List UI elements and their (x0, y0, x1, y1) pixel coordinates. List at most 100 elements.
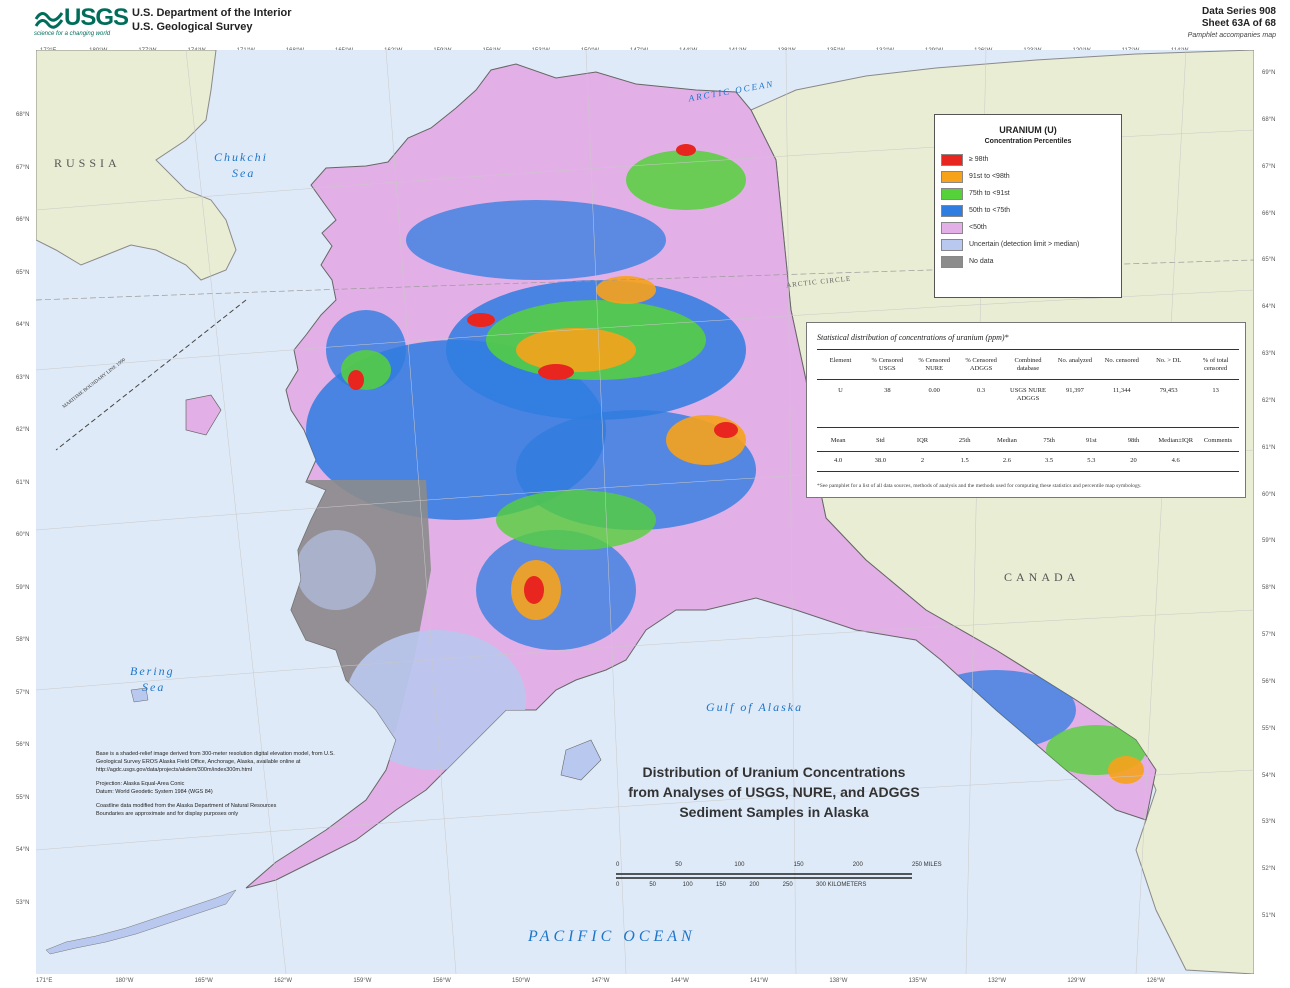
stats-header-cell: 91st (1085, 437, 1097, 444)
pamphlet-note: Pamphlet accompanies map (1187, 32, 1276, 39)
latitude-label: 69°N (1262, 70, 1276, 76)
longitude-label: 159°W (353, 978, 372, 984)
latitude-label: 65°N (16, 269, 30, 276)
stats-cell: 38 (884, 387, 891, 394)
map-title-line-3: Sediment Samples in Alaska (679, 804, 869, 820)
sheet-number: Sheet 63A of 68 (1201, 18, 1276, 29)
red-patch-3 (348, 370, 364, 390)
scale-km-tick: 100 (682, 882, 693, 888)
credit-projection: Projection: Alaska Equal-Area Conic (96, 781, 185, 787)
latitude-label: 61°N (16, 479, 30, 486)
orange-patch-southeast (1108, 756, 1144, 784)
latitude-label: 68°N (16, 112, 30, 118)
latitude-label: 53°N (16, 899, 30, 906)
bering-sea-label-2: Sea (142, 680, 166, 694)
latitude-label: 59°N (16, 584, 30, 591)
latitude-label: 62°N (16, 427, 30, 433)
stats-cell: 11,344 (1112, 387, 1131, 394)
latitude-label: 52°N (1262, 866, 1276, 873)
legend-item: ≥ 98th (935, 151, 1121, 168)
usgs-logo-mark-icon (34, 12, 64, 29)
stats-header-cell: % Censored NURE (918, 357, 951, 372)
scale-km-tick: 50 (649, 882, 657, 888)
legend-item: No data (935, 253, 1121, 270)
statistics-title: Statistical distribution of concentratio… (817, 333, 1009, 342)
scale-miles-tick: 200 (852, 862, 863, 868)
scale-km-tick: 0 (616, 882, 620, 888)
stats-header-cell: Element (829, 357, 852, 364)
stats-header-cell: % Censored USGS (871, 357, 904, 372)
legend-swatch (941, 255, 963, 268)
longitude-label: 129°W (1067, 978, 1086, 984)
stats-header-cell: No. censored (1104, 357, 1139, 364)
longitude-label: 171°E (36, 978, 53, 984)
red-patch-5 (714, 422, 738, 438)
statistics-table: Statistical distribution of concentratio… (806, 322, 1246, 498)
pacific-ocean-label: PACIFIC OCEAN (528, 928, 696, 945)
legend-label: Uncertain (detection limit > median) (969, 241, 1080, 248)
legend-box: URANIUM (U) Concentration Percentiles ≥ … (934, 114, 1122, 298)
legend-label: 75th to <91st (969, 190, 1010, 197)
stats-header-cell: No. > DL (1156, 357, 1182, 364)
stats-cell: 38.0 (874, 457, 886, 464)
stats-header-cell: IQR (916, 437, 929, 444)
longitude-label: 126°W (1146, 978, 1165, 984)
stats-header-cell: Std (875, 437, 885, 444)
maritime-boundary-line (55, 299, 247, 451)
latitude-label: 62°N (1262, 397, 1276, 404)
latitude-label: 54°N (1262, 772, 1276, 779)
longitude-label: 162°W (274, 978, 293, 984)
stats-cell: 2.6 (1002, 457, 1011, 464)
legend-item: Uncertain (detection limit > median) (935, 236, 1121, 253)
russia-landmass (36, 50, 237, 281)
legend-item: 91st to <98th (935, 168, 1121, 185)
stats-cell: 13 (1212, 387, 1219, 394)
stats-cell: USGS NURE ADGGS (1010, 387, 1046, 402)
longitude-label: 165°W (194, 978, 213, 984)
nunivak-island (130, 687, 149, 703)
credit-coastline: Coastline data modified from the Alaska … (96, 803, 277, 809)
map-header: USGS science for a changing world U.S. D… (0, 0, 1290, 48)
aleutian-islands (45, 889, 237, 955)
legend-swatch (941, 221, 963, 234)
longitude-label: 135°W (908, 978, 927, 984)
blue-patch-north (406, 200, 666, 280)
stats-cell (1197, 457, 1239, 465)
legend-label: ≥ 98th (969, 156, 989, 163)
legend-label: No data (969, 258, 994, 265)
bering-sea-label-1: Bering (130, 664, 175, 678)
latitude-label: 66°N (16, 217, 30, 223)
stats-header-cell: 25th (958, 437, 971, 444)
latitude-label: 54°N (16, 847, 30, 853)
orange-patch-north (596, 276, 656, 304)
stats-cell: 1.5 (960, 457, 969, 464)
legend-swatch (941, 187, 963, 200)
latitude-label: 63°N (16, 374, 30, 381)
green-patch-brooks (626, 150, 746, 210)
usgs-logo: USGS science for a changing world (34, 4, 129, 40)
usgs-logo-tagline: science for a changing world (34, 31, 111, 37)
latitude-label: 58°N (16, 637, 30, 643)
legend-title: URANIUM (U) (999, 125, 1057, 135)
scale-km-tick: 250 (782, 882, 793, 888)
legend-label: <50th (969, 224, 987, 231)
stats-header-cell: 98th (1127, 437, 1140, 444)
series-number: Data Series 908 (1202, 6, 1276, 17)
latitude-label: 57°N (16, 689, 30, 696)
longitude-label: 150°W (512, 978, 531, 984)
latitude-label: 64°N (1262, 304, 1276, 311)
latitude-label: 68°N (1262, 116, 1276, 123)
latitude-label: 56°N (1262, 678, 1276, 685)
stats-cell: 91,397 (1065, 387, 1084, 394)
concentration-patches (276, 144, 1146, 784)
latitude-label: 66°N (1262, 210, 1276, 217)
scale-miles-tick: 0 (616, 862, 620, 868)
statistics-note: *See pamphlet for a list of all data sou… (817, 483, 1142, 489)
green-patch-alaska-range (496, 490, 656, 550)
latitude-label: 56°N (16, 742, 30, 748)
usgs-logo-text: USGS (64, 4, 129, 31)
stats-cell: 4.6 (1171, 457, 1180, 464)
